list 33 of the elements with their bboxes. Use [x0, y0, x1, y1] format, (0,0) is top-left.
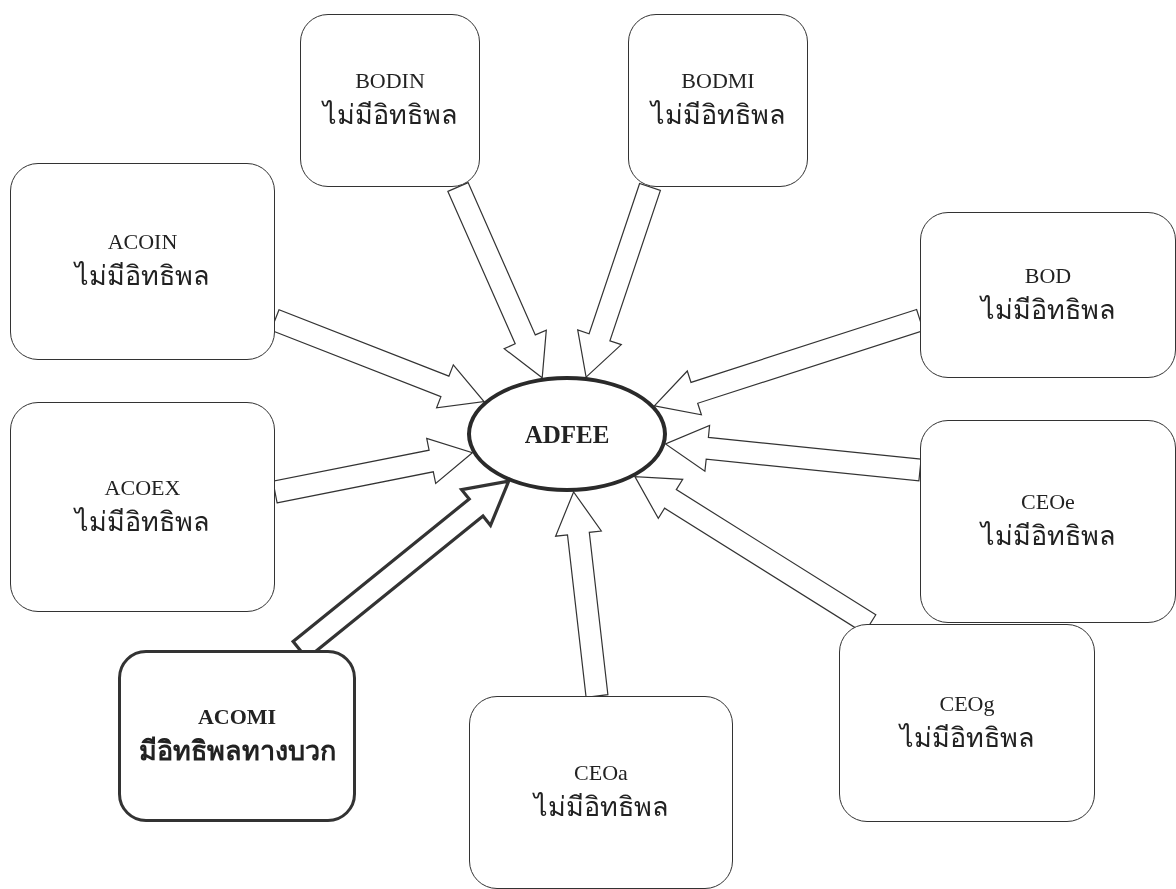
result-text: ไม่มีอิทธิพล	[899, 721, 1035, 755]
factor-box	[10, 402, 275, 612]
block-arrow	[447, 181, 547, 379]
result-text: ไม่มีอิทธิพล	[75, 260, 210, 293]
variable-name: CEOe	[1021, 488, 1075, 517]
factor-box	[469, 696, 733, 889]
result-text: ไม่มีอิทธิพล	[650, 99, 786, 132]
factor-box	[10, 163, 275, 360]
factor-box	[300, 14, 480, 187]
variable-name: ACOMI	[197, 702, 277, 731]
variable-name: BOD	[1024, 261, 1072, 290]
block-arrow	[554, 490, 609, 698]
variable-name: CEOa	[574, 759, 628, 788]
result-text: ไม่มีอิทธิพล	[980, 293, 1116, 327]
block-arrow	[664, 424, 922, 482]
result-text: มีอิทธิพลทางบวก	[138, 734, 336, 768]
variable-name: CEOg	[939, 689, 995, 718]
factor-box	[628, 14, 808, 187]
variable-name: ACOIN	[107, 228, 178, 257]
result-text: ไม่มีอิทธิพล	[533, 791, 669, 824]
factor-box	[920, 420, 1176, 623]
block-arrow	[576, 182, 662, 379]
factor-box	[920, 212, 1176, 378]
result-text: ไม่มีอิทธิพล	[980, 520, 1116, 553]
variable-name: BODMI	[681, 67, 755, 96]
factor-box	[118, 650, 356, 822]
factor-box	[839, 624, 1095, 822]
variable-name: ACOEX	[104, 473, 181, 502]
variable-name: BODIN	[355, 67, 425, 96]
result-text: ไม่มีอิทธิพล	[75, 505, 210, 539]
result-text: ไม่มีอิทธิพล	[322, 99, 458, 132]
block-arrow	[272, 437, 474, 504]
variable-name: ADFEE	[524, 419, 610, 450]
